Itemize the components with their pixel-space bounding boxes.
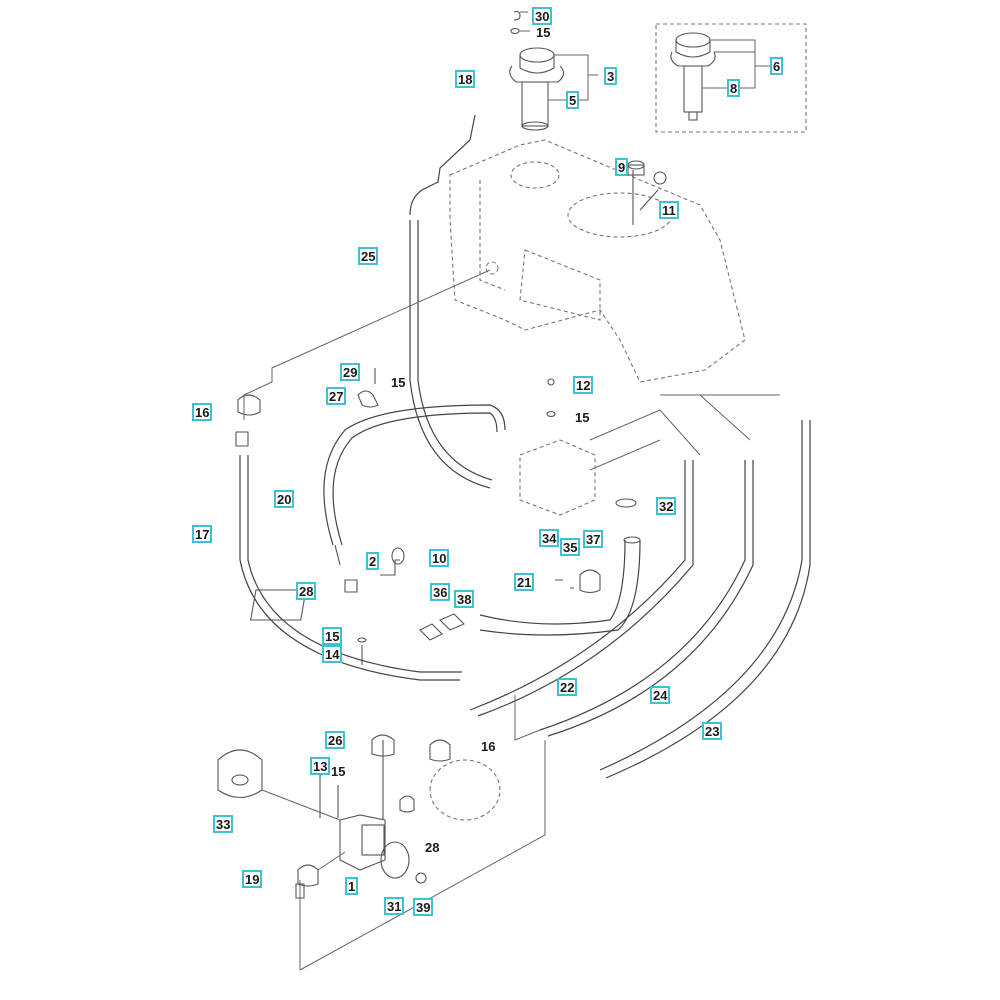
callout-18: 18 <box>455 70 476 88</box>
callout-21: 21 <box>514 573 535 591</box>
callout-29: 29 <box>340 363 361 381</box>
callout-36: 36 <box>430 583 451 601</box>
callout-26: 26 <box>325 731 346 749</box>
callout-15: 15 <box>536 25 551 40</box>
callout-28: 28 <box>425 840 440 855</box>
callout-15: 15 <box>331 764 346 779</box>
callout-9: 9 <box>615 158 629 176</box>
inset-box <box>655 23 807 133</box>
callout-37: 37 <box>583 530 604 548</box>
callout-16: 16 <box>192 403 213 421</box>
callout-6: 6 <box>770 57 784 75</box>
callout-20: 20 <box>274 490 295 508</box>
callout-30: 30 <box>532 7 553 25</box>
callout-39: 39 <box>413 898 434 916</box>
callout-14: 14 <box>322 645 343 663</box>
callout-15: 15 <box>391 375 406 390</box>
callout-8: 8 <box>727 79 741 97</box>
callout-28: 28 <box>296 582 317 600</box>
callout-24: 24 <box>650 686 671 704</box>
callout-3: 3 <box>604 67 618 85</box>
callout-16: 16 <box>481 739 496 754</box>
callout-34: 34 <box>539 529 560 547</box>
callout-15: 15 <box>322 627 343 645</box>
callout-17: 17 <box>192 525 213 543</box>
callout-5: 5 <box>566 91 580 109</box>
callout-31: 31 <box>384 897 405 915</box>
callout-23: 23 <box>702 722 723 740</box>
callout-15: 15 <box>575 410 590 425</box>
breather-cap <box>627 160 667 185</box>
callout-10: 10 <box>429 549 450 567</box>
callout-38: 38 <box>454 590 475 608</box>
callout-25: 25 <box>358 247 379 265</box>
callout-19: 19 <box>242 870 263 888</box>
callout-32: 32 <box>656 497 677 515</box>
inset-filter-assembly <box>670 32 770 121</box>
callout-12: 12 <box>573 376 594 394</box>
callout-27: 27 <box>326 387 347 405</box>
hoses <box>239 114 811 971</box>
callout-33: 33 <box>213 815 234 833</box>
callout-2: 2 <box>366 552 380 570</box>
callout-22: 22 <box>557 678 578 696</box>
main-filter-assembly <box>509 10 598 131</box>
callout-35: 35 <box>560 538 581 556</box>
control-valve <box>519 378 637 516</box>
callout-13: 13 <box>310 757 331 775</box>
callout-1: 1 <box>345 877 359 895</box>
callout-11: 11 <box>659 201 679 219</box>
hydraulic-tank <box>449 139 746 383</box>
pump-components <box>217 368 601 899</box>
